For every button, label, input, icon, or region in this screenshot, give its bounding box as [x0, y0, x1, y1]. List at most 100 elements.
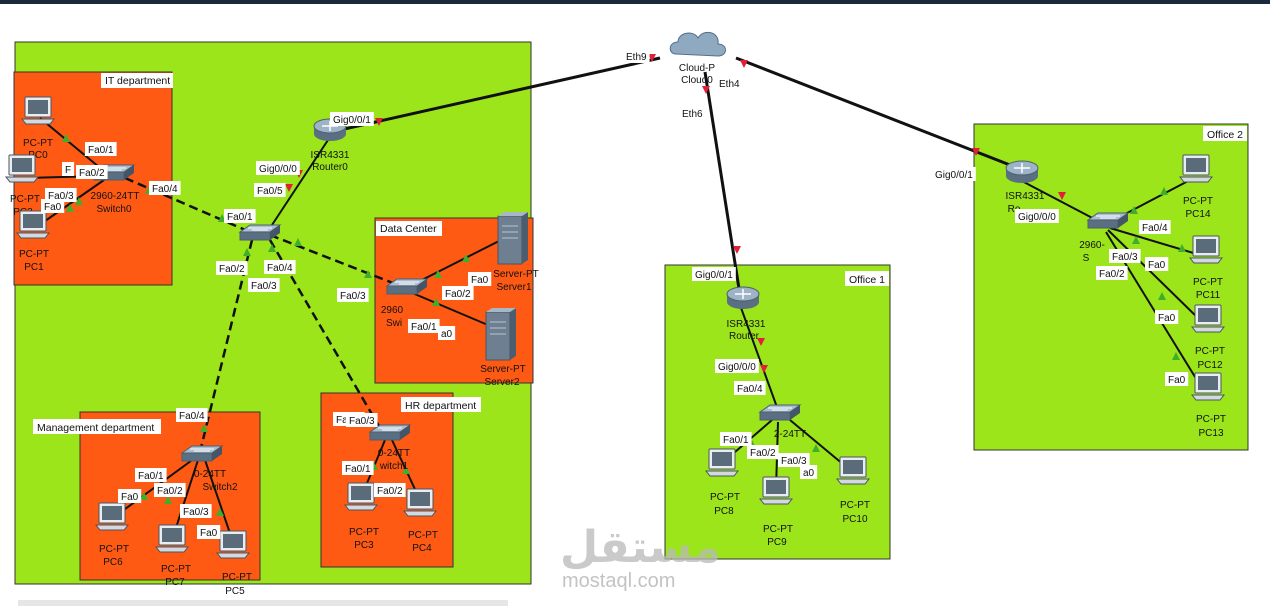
port-label-text: Fa0/3	[251, 281, 277, 292]
port-label: Fa0/4	[734, 381, 766, 395]
port-label-text: Fa0	[121, 492, 139, 503]
port-label-text: a0	[803, 468, 815, 479]
o2-switch-name: S	[1083, 253, 1090, 264]
pc7-type: PC-PT	[161, 564, 191, 575]
port-label: Eth4	[716, 76, 743, 90]
port-label-box	[45, 188, 77, 202]
port-label-box	[346, 413, 378, 427]
link-up-marker	[66, 204, 74, 212]
o2-switch-type: 2960-	[1079, 240, 1105, 251]
pc10-type: PC-PT	[840, 500, 870, 511]
pc7[interactable]: PC-PT PC7	[155, 524, 191, 588]
port-label-box	[692, 267, 736, 281]
pc11[interactable]: PC-PT PC11	[1189, 235, 1223, 301]
router-office1-type: ISR4331	[727, 319, 766, 330]
port-label-text: Fa0/2	[377, 486, 403, 497]
dc-switch-name: Swi	[386, 318, 402, 329]
link-up-marker	[1130, 206, 1138, 214]
pc3[interactable]: PC-PT PC3	[344, 482, 379, 551]
server2-type: Server-PT	[480, 364, 526, 375]
port-label-text: Fa0/2	[219, 264, 245, 275]
link-up-marker	[62, 134, 70, 142]
watermark-latin: mostaql.com	[562, 570, 675, 592]
data-center-switch[interactable]: 2960 Swi	[381, 278, 428, 329]
pc-icon	[836, 456, 870, 485]
pc13-type: PC-PT	[1196, 414, 1226, 425]
office2-switch[interactable]: 2960- S	[1079, 212, 1129, 264]
server-icon	[497, 211, 529, 265]
server-icon	[485, 307, 517, 361]
port-label-text: Gig0/0/1	[695, 270, 733, 281]
port-label-box	[623, 49, 650, 63]
pc6[interactable]: PC-PT PC6	[95, 502, 129, 568]
port-label-text: Fa0/4	[737, 384, 763, 395]
port-label-box	[62, 162, 75, 176]
port-label-box	[734, 381, 766, 395]
port-label-box	[85, 142, 117, 156]
scrollbar[interactable]	[18, 600, 508, 606]
port-label-text: Fa0/3	[340, 291, 366, 302]
port-label-box	[176, 408, 208, 422]
link-up-marker	[243, 248, 251, 256]
server1[interactable]: Server-PT Server1	[493, 211, 539, 293]
pc9[interactable]: PC-PT PC9	[759, 476, 793, 548]
link-up-marker	[1160, 187, 1168, 195]
it-department-title: IT department	[105, 75, 170, 87]
port-label-box	[330, 112, 374, 126]
watermark-arabic: مستقل	[560, 522, 721, 573]
office1-switch[interactable]: 2-24TT	[759, 404, 806, 440]
o1-switch-type: 2-24TT	[774, 429, 806, 440]
router-office2[interactable]: ISR4331 Ro	[1005, 160, 1045, 215]
server1-name: Server1	[496, 282, 531, 293]
link-up-marker	[1132, 236, 1140, 244]
port-label-text: Gig0/0/0	[1018, 212, 1056, 223]
pc13[interactable]: PC-PT PC13	[1191, 372, 1226, 439]
port-label-box	[264, 260, 296, 274]
pc10[interactable]: PC-PT PC10	[836, 456, 870, 525]
pc1[interactable]: PC-PT PC1	[16, 210, 50, 273]
cloud-icon[interactable]	[669, 31, 726, 57]
pc0[interactable]: PC-PT PC0	[21, 96, 55, 161]
port-label-text: Fa0	[471, 275, 489, 286]
port-label-text: a0	[441, 329, 453, 340]
mgmt-switch-name: Switch2	[202, 482, 237, 493]
port-label: Fa0/4	[176, 408, 208, 422]
port-label: Fa0/2	[154, 483, 186, 497]
port-label: Fa0/3	[346, 413, 378, 427]
port-label: Gig0/0/1	[692, 267, 736, 281]
link-dc-server1	[409, 237, 506, 287]
switch0[interactable]: 2960-24TT Switch0	[91, 164, 140, 215]
pc-icon	[1191, 304, 1225, 333]
link-down-marker	[760, 365, 768, 373]
port-label-box	[256, 161, 300, 175]
router0[interactable]: ISR4331 Router0	[311, 118, 350, 173]
hr-switch[interactable]: 0-24TT witch1	[369, 424, 411, 472]
cloud-name: Cloud0	[681, 75, 713, 86]
port-label: Fa0	[197, 525, 221, 539]
data-center-title: Data Center	[380, 223, 437, 235]
pc5[interactable]: PC-PT PC5	[216, 530, 252, 597]
pc4-type: PC-PT	[408, 530, 438, 541]
link-down-marker	[375, 118, 383, 126]
pc8-type: PC-PT	[710, 492, 740, 503]
port-label-box	[248, 278, 280, 292]
port-label: Fa0/2	[1096, 266, 1128, 280]
pc4[interactable]: PC-PT PC4	[403, 488, 438, 554]
hr-switch-name: witch1	[379, 461, 409, 472]
router-icon	[1005, 160, 1039, 184]
server2[interactable]: Server-PT Server2	[480, 307, 526, 388]
pc8[interactable]: PC-PT PC8	[705, 448, 740, 517]
port-label-text: Fa0	[1158, 313, 1176, 324]
port-label: Eth9	[623, 49, 650, 63]
management-switch[interactable]: 0-24TT Switch2	[181, 445, 238, 493]
port-label-text: Fa0	[200, 528, 218, 539]
port-label-box	[716, 76, 743, 90]
port-label-text: Eth4	[719, 79, 740, 90]
pc6-type: PC-PT	[99, 544, 129, 555]
port-label-box	[442, 286, 474, 300]
router-office1[interactable]: ISR4331 Router	[726, 286, 766, 342]
port-label: Fa0/1	[342, 461, 374, 475]
port-label-box	[224, 209, 256, 223]
pc14[interactable]: PC-PT PC14	[1179, 154, 1213, 220]
pc12[interactable]: PC-PT PC12	[1191, 304, 1225, 371]
